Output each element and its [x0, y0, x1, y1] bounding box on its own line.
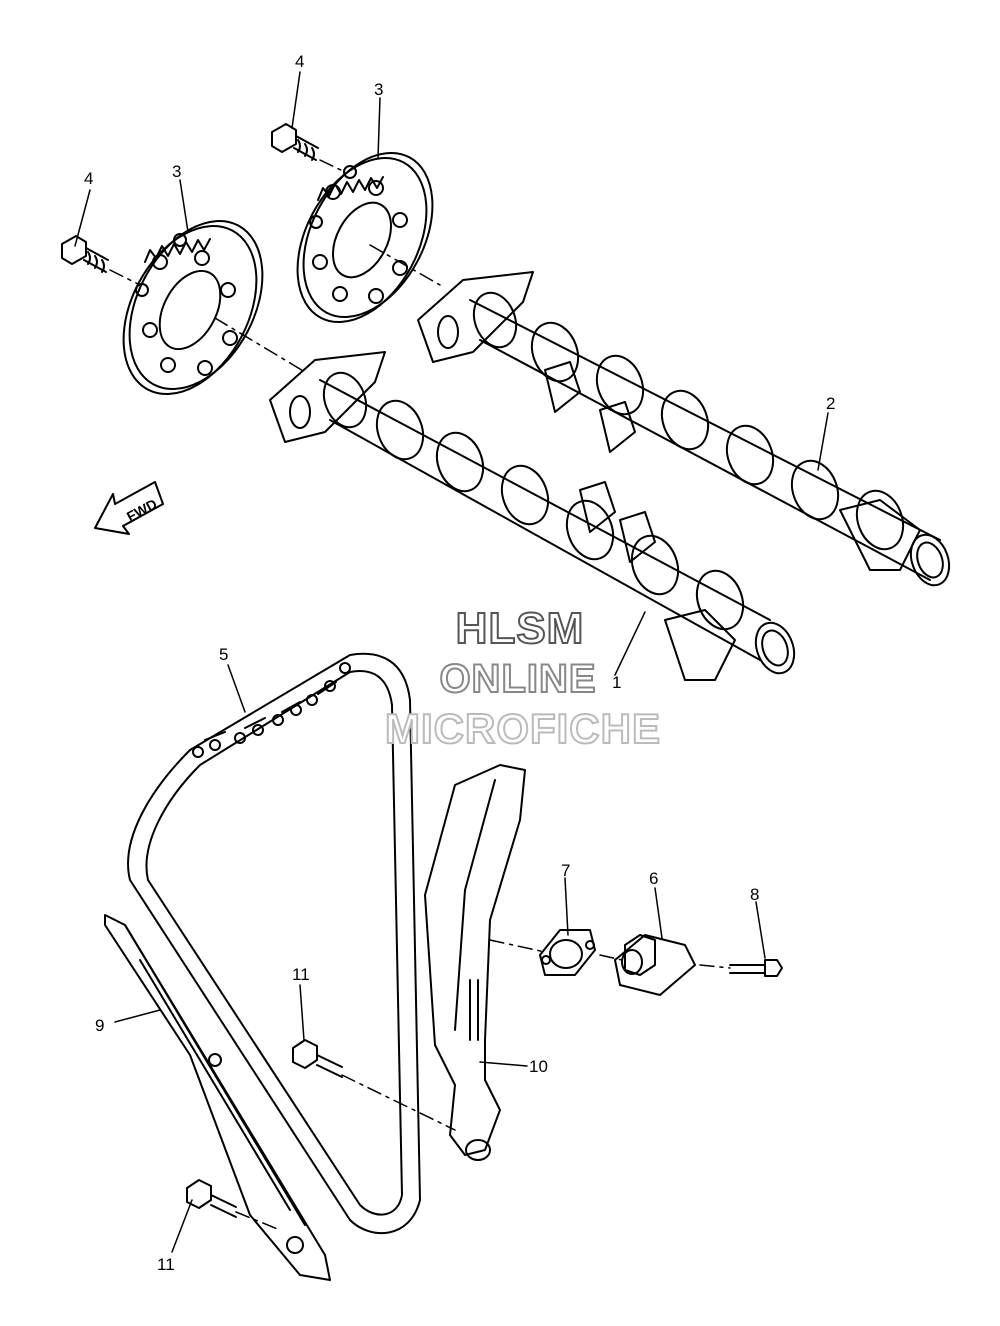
tensioner-guide [424, 764, 526, 1161]
timing-chain [127, 652, 421, 1234]
watermark-line-1: HLSM [455, 604, 585, 653]
leader-lines [74, 71, 829, 1253]
bolt-guide-lower [186, 1179, 237, 1218]
callout-11-upper: 11 [292, 965, 310, 984]
chain-guide [104, 914, 331, 1281]
callout-4-rear: 4 [295, 52, 305, 71]
callout-2: 2 [826, 394, 836, 413]
camshaft-front [269, 351, 796, 681]
callout-5: 5 [219, 645, 229, 664]
callout-6: 6 [649, 869, 659, 888]
sprocket-rear [296, 151, 434, 324]
gasket [539, 929, 596, 976]
bolt-guide-upper [292, 1039, 343, 1078]
bolt-front [61, 235, 109, 273]
bolt-rear [271, 123, 319, 161]
sprocket-front [122, 219, 264, 396]
cam-chain-tensioner [614, 934, 696, 996]
callout-9: 9 [95, 1016, 105, 1035]
callout-8: 8 [750, 885, 760, 904]
fwd-arrow [94, 481, 164, 535]
callout-11-lower: 11 [157, 1255, 175, 1274]
callout-3-front: 3 [172, 162, 182, 181]
callout-3-rear: 3 [374, 80, 384, 99]
callout-7: 7 [561, 861, 571, 880]
callout-1: 1 [612, 673, 622, 692]
assembly-lines [109, 159, 731, 1231]
callout-4-front: 4 [84, 169, 94, 188]
fwd-label: FWD [124, 496, 160, 525]
camshaft-rear [417, 271, 951, 587]
bolt-tensioner [729, 959, 783, 977]
callout-10: 10 [529, 1057, 548, 1076]
watermark-line-3: MICROFICHE [384, 705, 661, 752]
watermark-line-2: ONLINE [438, 657, 597, 701]
